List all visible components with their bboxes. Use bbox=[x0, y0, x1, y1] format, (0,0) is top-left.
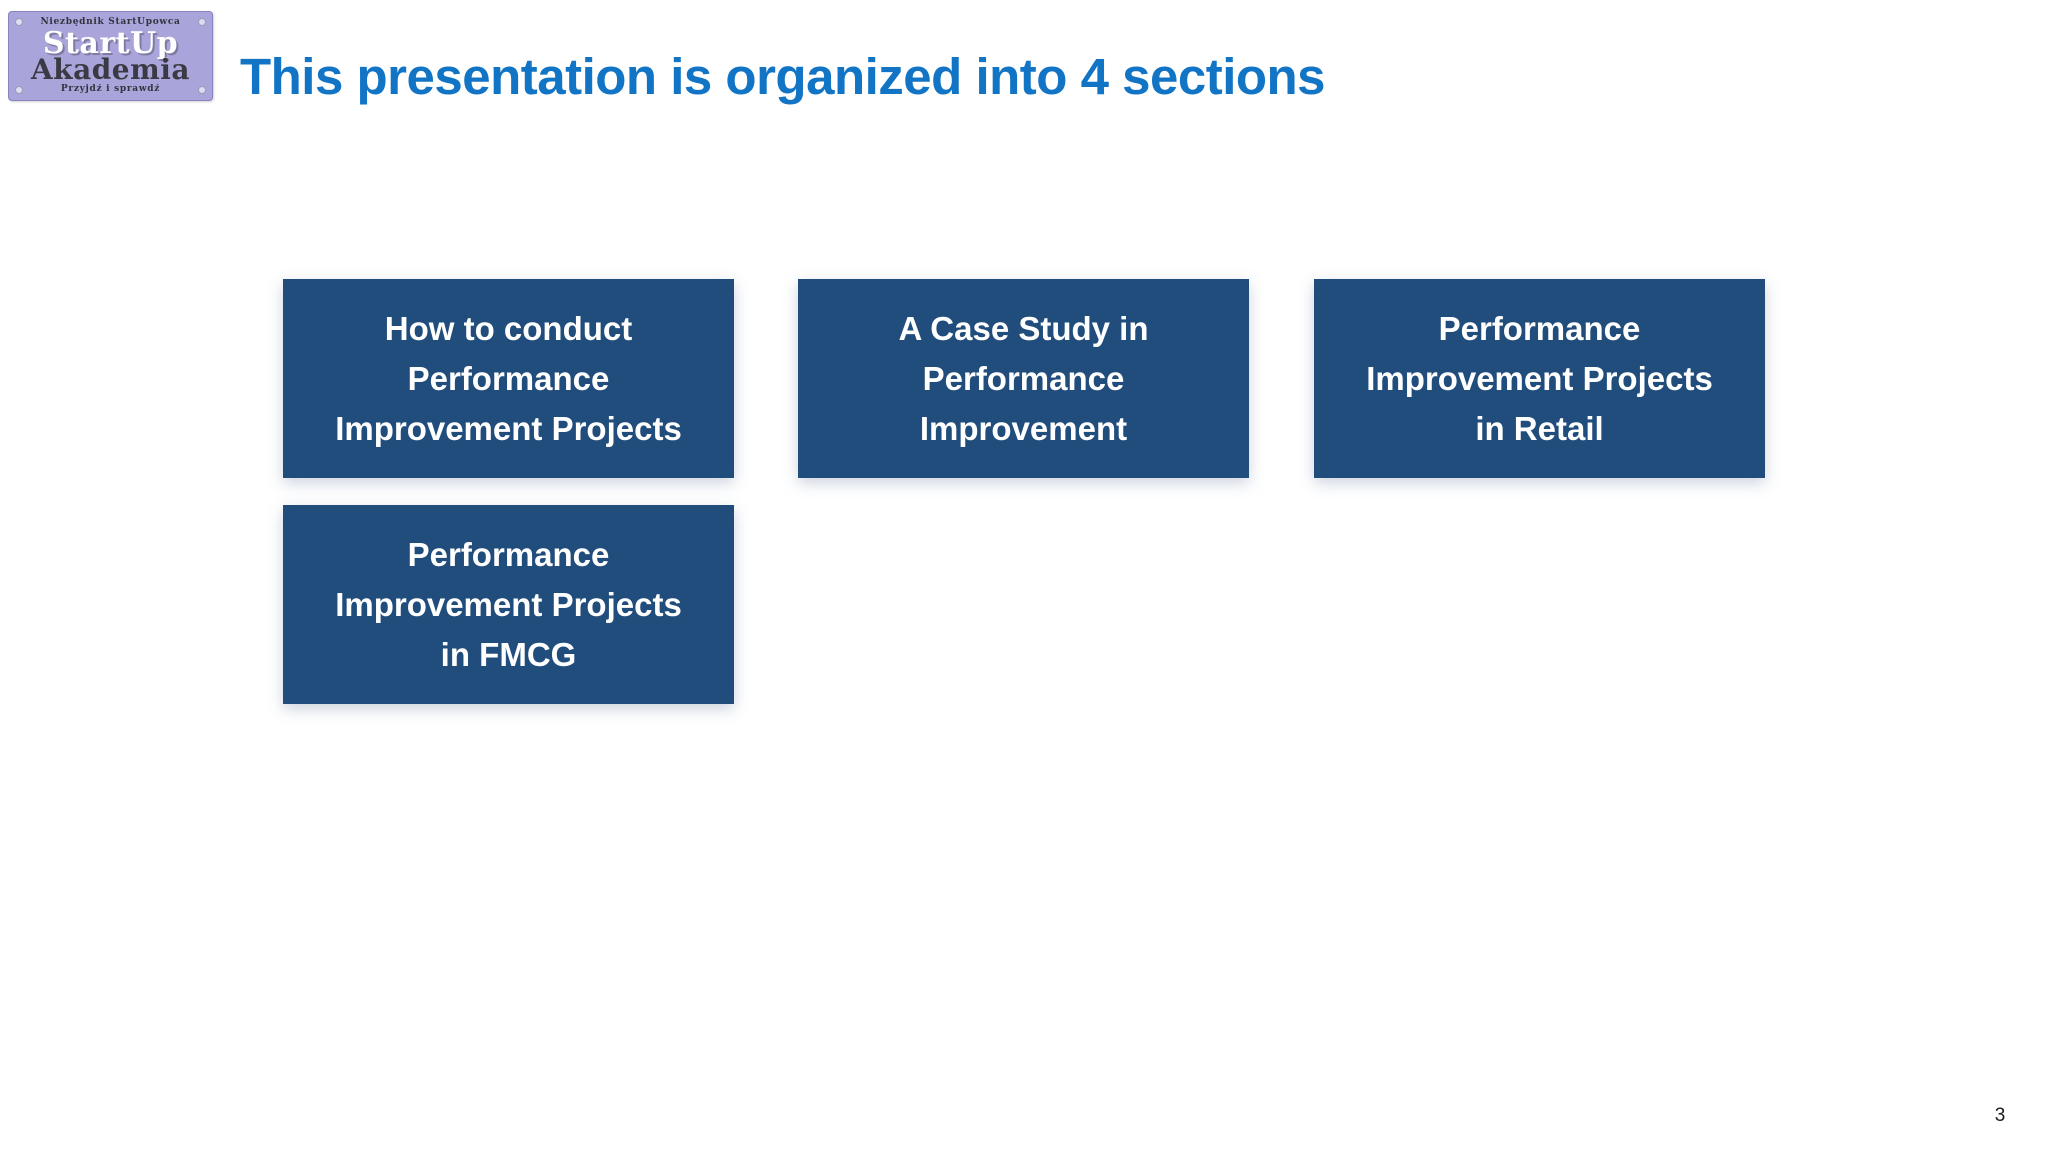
startup-akademia-logo: Niezbędnik StartUpowca StartUp Akademia … bbox=[8, 11, 213, 101]
page-number: 3 bbox=[1994, 1105, 2006, 1126]
logo-tagline-top: Niezbędnik StartUpowca bbox=[40, 17, 181, 27]
screw-icon bbox=[198, 18, 206, 26]
slide-title: This presentation is organized into 4 se… bbox=[240, 48, 1326, 106]
logo-tagline-bottom: Przyjdź i sprawdź bbox=[60, 84, 161, 94]
screw-icon bbox=[15, 18, 23, 26]
screw-icon bbox=[15, 86, 23, 94]
logo-wordmark-startup: StartUp bbox=[42, 26, 179, 61]
screw-icon bbox=[198, 86, 206, 94]
logo-wordmark-akademia: Akademia bbox=[30, 53, 191, 86]
